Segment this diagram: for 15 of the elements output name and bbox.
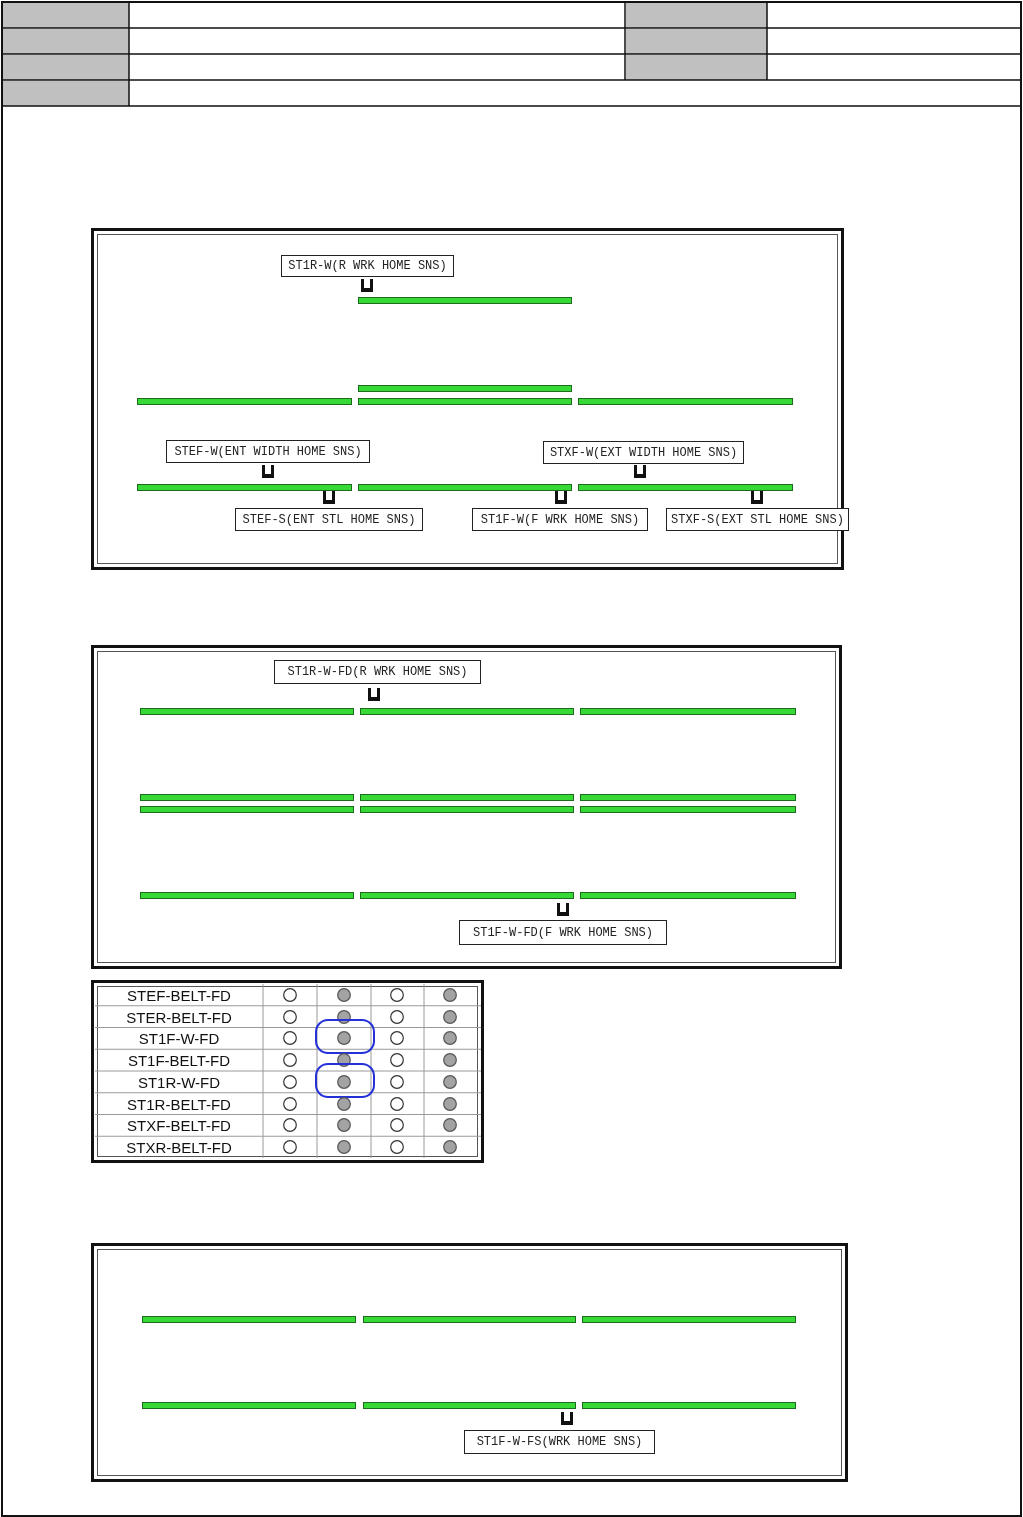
signal-name: ST1R-BELT-FD [127,1095,231,1113]
signal-name: ST1F-W-FD [138,1029,220,1047]
sensor-label: STEF-S(ENT STL HOME SNS) [235,508,423,531]
sensor-label: ST1F-W(F WRK HOME SNS) [472,508,648,531]
signal-name: STXR-BELT-FD [126,1138,232,1156]
sensor-label: ST1R-W-FD(R WRK HOME SNS) [274,660,481,684]
signal-name: ST1R-W-FD [137,1073,221,1091]
signal-name: STER-BELT-FD [126,1008,232,1026]
sensor-label: STXF-S(EXT STL HOME SNS) [666,508,849,531]
sensor-label: ST1F-W-FD(F WRK HOME SNS) [459,920,667,945]
signal-name: STXF-BELT-FD [127,1116,231,1134]
signal-name: STEF-BELT-FD [127,986,231,1004]
sensor-label: ST1R-W(R WRK HOME SNS) [281,255,454,277]
sensor-label: ST1F-W-FS(WRK HOME SNS) [464,1430,655,1454]
signal-name: ST1F-BELT-FD [127,1051,231,1069]
